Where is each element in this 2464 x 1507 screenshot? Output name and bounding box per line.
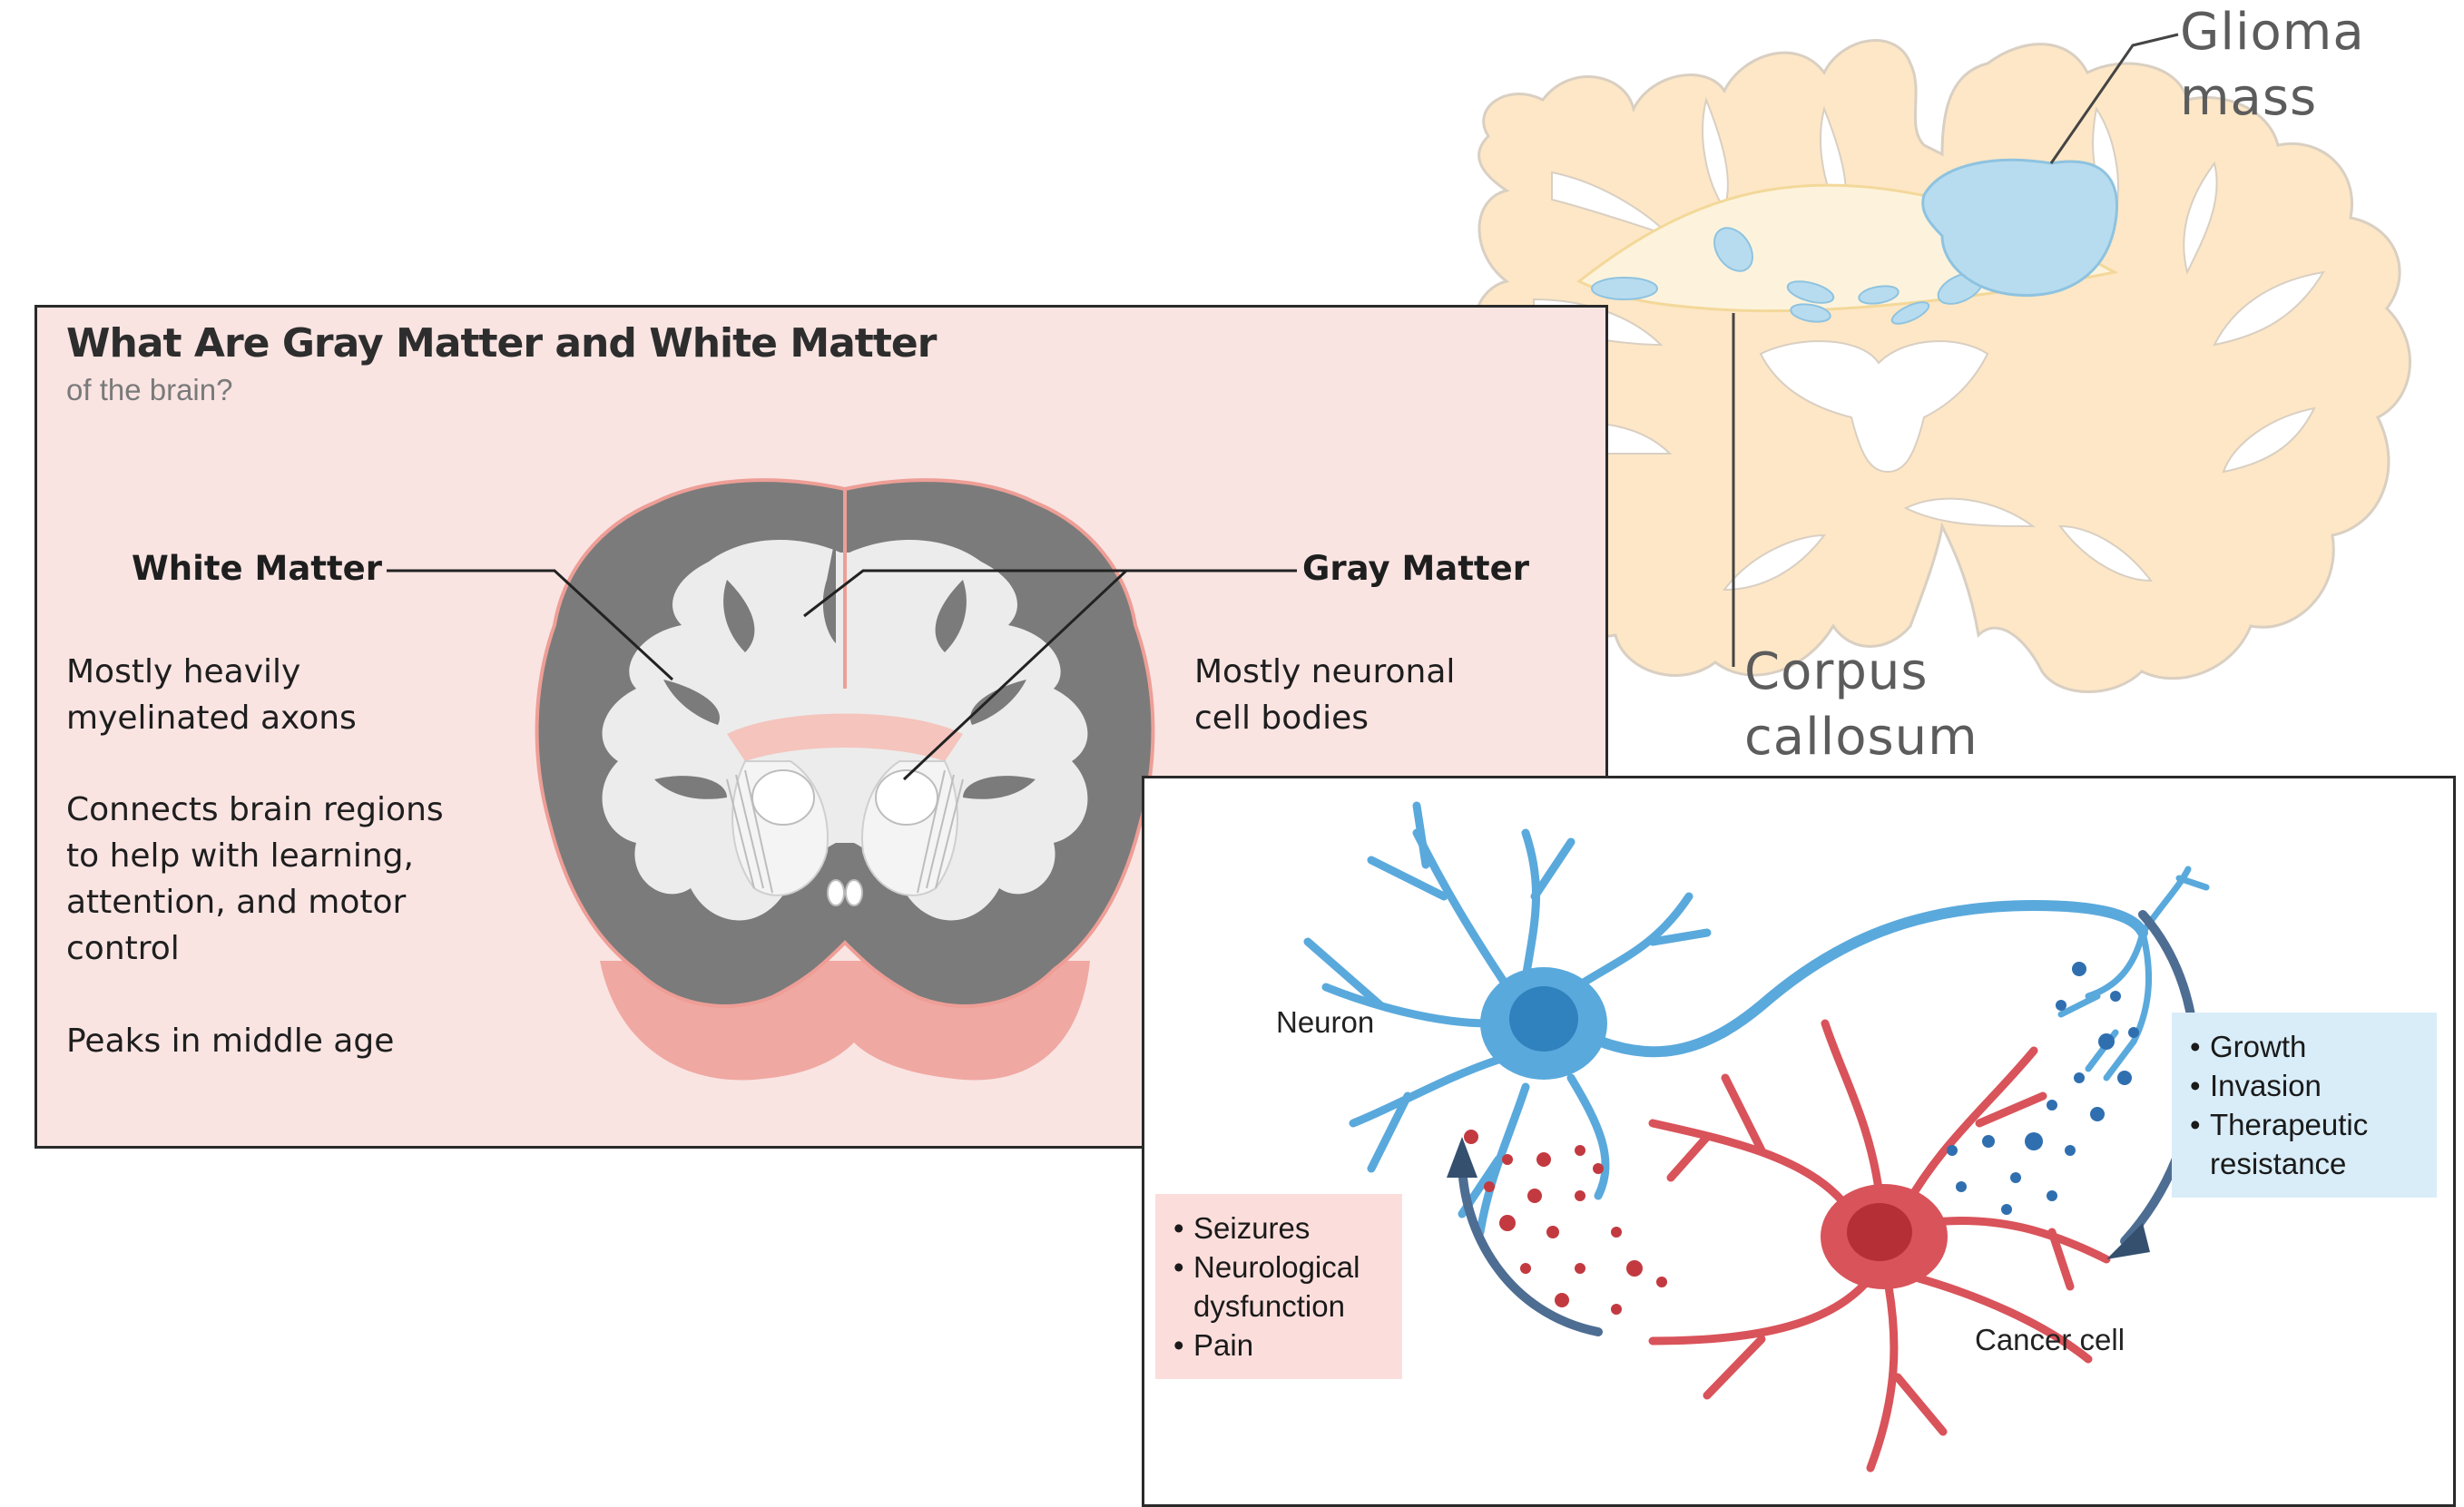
neuron-effect-item: Invasion	[2190, 1066, 2417, 1105]
glioma-label: Glioma mass	[2180, 0, 2365, 131]
gray-matter-point-1: Mostly neuronal cell bodies	[1194, 649, 1521, 741]
panel-subtitle: of the brain?	[66, 373, 232, 407]
white-matter-heading: White Matter	[132, 549, 382, 588]
corpus-callosum-label: Corpus callosum	[1744, 640, 1978, 770]
glioma-label-line-1: Glioma	[2180, 0, 2365, 65]
white-matter-point-2: Connects brain regions to help with lear…	[66, 787, 447, 972]
gray-matter-heading: Gray Matter	[1302, 549, 1529, 588]
cancer-effect-item: Neurological dysfunction	[1173, 1248, 1382, 1326]
cancer-cell-nucleus	[1847, 1203, 1912, 1261]
glioma-label-line-2: mass	[2180, 65, 2365, 131]
arrow-to-cancer-head	[2106, 1223, 2150, 1259]
panel-title: What Are Gray Matter and White Matter	[66, 320, 936, 367]
white-matter-point-3: Peaks in middle age	[66, 1018, 484, 1064]
neuron-effect-item: Therapeutic resistance	[2190, 1105, 2417, 1183]
cancer-effects-box: Seizures Neurological dysfunction Pain	[1155, 1194, 1402, 1379]
thalamus-left	[752, 770, 814, 825]
neuron-label: Neuron	[1276, 1005, 1374, 1040]
cancer-effect-item: Seizures	[1173, 1209, 1382, 1248]
neuron-cancer-panel: Neuron Cancer cell Growth Invasion Thera…	[1142, 776, 2456, 1507]
mammillary-left	[828, 880, 844, 905]
neuron-nucleus	[1509, 986, 1578, 1052]
neuron-effect-item: Growth	[2190, 1027, 2417, 1066]
cancer-cell-label: Cancer cell	[1975, 1323, 2125, 1357]
mammillary-right	[846, 880, 862, 905]
corpus-callosum-label-line-2: callosum	[1744, 705, 1978, 770]
neuron-effects-box: Growth Invasion Therapeutic resistance	[2172, 1013, 2437, 1198]
white-matter-point-1: Mostly heavily myelinated axons	[66, 649, 447, 741]
blue-signal-dots	[1947, 962, 2139, 1215]
red-signal-dots	[1464, 1130, 1667, 1315]
corpus-callosum-label-line-1: Corpus	[1744, 640, 1978, 705]
cancer-effect-item: Pain	[1173, 1326, 1382, 1365]
